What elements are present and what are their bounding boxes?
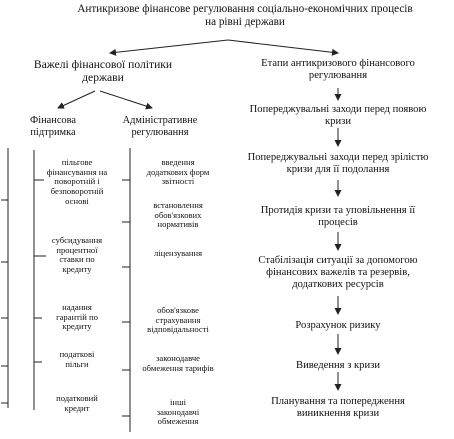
administrative-item-3: ліцензування xyxy=(130,248,226,259)
administrative-item-5-line: обмеження тарифів xyxy=(142,362,214,373)
financial-support-item-1-line: безповоротній xyxy=(50,185,104,196)
administrative-item-6-line: інші xyxy=(170,397,186,407)
stage-7-line: Планування та попередження xyxy=(271,396,405,407)
arrow-levers-to-support xyxy=(57,90,96,109)
administrative-regulation-label: Адміністративне регулювання xyxy=(112,115,208,138)
financial-support-item-5-line: податковий xyxy=(56,393,98,403)
administrative-item-4-line: страхування xyxy=(155,314,201,325)
diagram-title-line-2: на рівні держави xyxy=(205,15,285,28)
financial-support-item-4-line: пільги xyxy=(65,358,89,369)
stage-5-line: Розрахунок ризику xyxy=(295,320,381,331)
financial-support-item-1-line: фінансування на xyxy=(46,166,108,177)
financial-support-item-2-line: субсидування xyxy=(51,235,103,245)
stage-4-line: додаткових ресурсів xyxy=(292,278,384,290)
financial-support-item-1-line: поворотній і xyxy=(54,176,100,187)
administrative-regulation-label-line-1: Адміністративне xyxy=(122,115,198,126)
arrow-title-to-levers xyxy=(109,39,229,56)
administrative-regulation-label-line-2: регулювання xyxy=(131,126,189,138)
financial-support-label-line-2: підтримка xyxy=(30,126,76,138)
financial-support-item-2-line: процентної xyxy=(56,244,98,255)
financial-support-item-2-line: ставки по xyxy=(59,254,95,265)
stage-2-line: Попереджувальні заходи перед зрілістю xyxy=(247,152,429,163)
stage-3-line: процесів xyxy=(318,216,358,228)
administrative-item-5-line: законодавче xyxy=(156,353,200,363)
stage-6-line: Виведення з кризи xyxy=(296,360,380,371)
financial-support-label-line-1: Фінансова xyxy=(29,115,77,126)
financial-support-item-1-line: основі xyxy=(65,195,89,206)
administrative-item-1-line: введення xyxy=(161,157,195,167)
administrative-item-1-line: звітності xyxy=(161,176,195,187)
stages-heading-line-1: Етапи антикризового фінансового xyxy=(261,58,415,69)
arrow-levers-to-admin xyxy=(99,90,153,110)
financial-support-label: Фінансова підтримка xyxy=(18,115,88,138)
diagram-title: Антикризове фінансове регулювання соціал… xyxy=(40,3,450,28)
financial-support-item-1-line: пільгове xyxy=(61,157,93,167)
stage-7-line: виникнення кризи xyxy=(296,407,380,419)
stage-4-line: фінансових важелів та резервів, xyxy=(266,266,410,278)
administrative-item-4-line: відповідальності xyxy=(147,324,209,335)
diagram-title-line-1: Антикризове фінансове регулювання соціал… xyxy=(77,3,413,15)
levers-heading-line-1: Важелі фінансової політики xyxy=(33,58,173,71)
administrative-item-6-line: законодавчі xyxy=(156,406,200,417)
stage-2-line: кризи для її подолання xyxy=(286,163,390,175)
financial-support-item-4-line: податкові xyxy=(59,349,95,359)
administrative-item-2-line: встановлення xyxy=(153,200,203,210)
levers-heading: Важелі фінансової політики держави xyxy=(28,58,178,84)
financial-support-item-3-line: надання xyxy=(62,302,92,312)
financial-support-item-3-line: кредиту xyxy=(62,321,92,332)
stage-6: Виведення з кризи xyxy=(222,360,454,372)
stage-5: Розрахунок ризику xyxy=(222,320,454,332)
stages-heading-line-2: регулювання xyxy=(308,69,368,81)
administrative-item-4-line: обов'язкове xyxy=(157,305,199,315)
administrative-item-1-line: додаткових форм xyxy=(146,166,210,177)
stage-1-line: Попереджувальні заходи перед появою xyxy=(249,104,427,115)
administrative-item-6-line: обмеження xyxy=(157,416,199,427)
levers-heading-line-2: держави xyxy=(82,70,124,84)
financial-support-item-5-line: кредит xyxy=(64,402,90,413)
financial-support-item-2-line: кредиту xyxy=(62,263,92,274)
stage-4-line: Стабілізація ситуації за допомогою xyxy=(258,255,418,266)
stage-1-line: кризи xyxy=(325,115,351,127)
stage-3-line: Протидія кризи та уповільнення її xyxy=(260,205,416,216)
administrative-item-2-line: нормативів xyxy=(157,219,199,230)
arrow-title-to-stages xyxy=(227,39,339,56)
stages-heading: Етапи антикризового фінансового регулюва… xyxy=(240,58,436,82)
administrative-item-3-line: ліцензування xyxy=(153,248,203,258)
administrative-item-2-line: обов'язкових xyxy=(154,209,202,220)
financial-support-item-3-line: гарантій по xyxy=(56,311,98,322)
